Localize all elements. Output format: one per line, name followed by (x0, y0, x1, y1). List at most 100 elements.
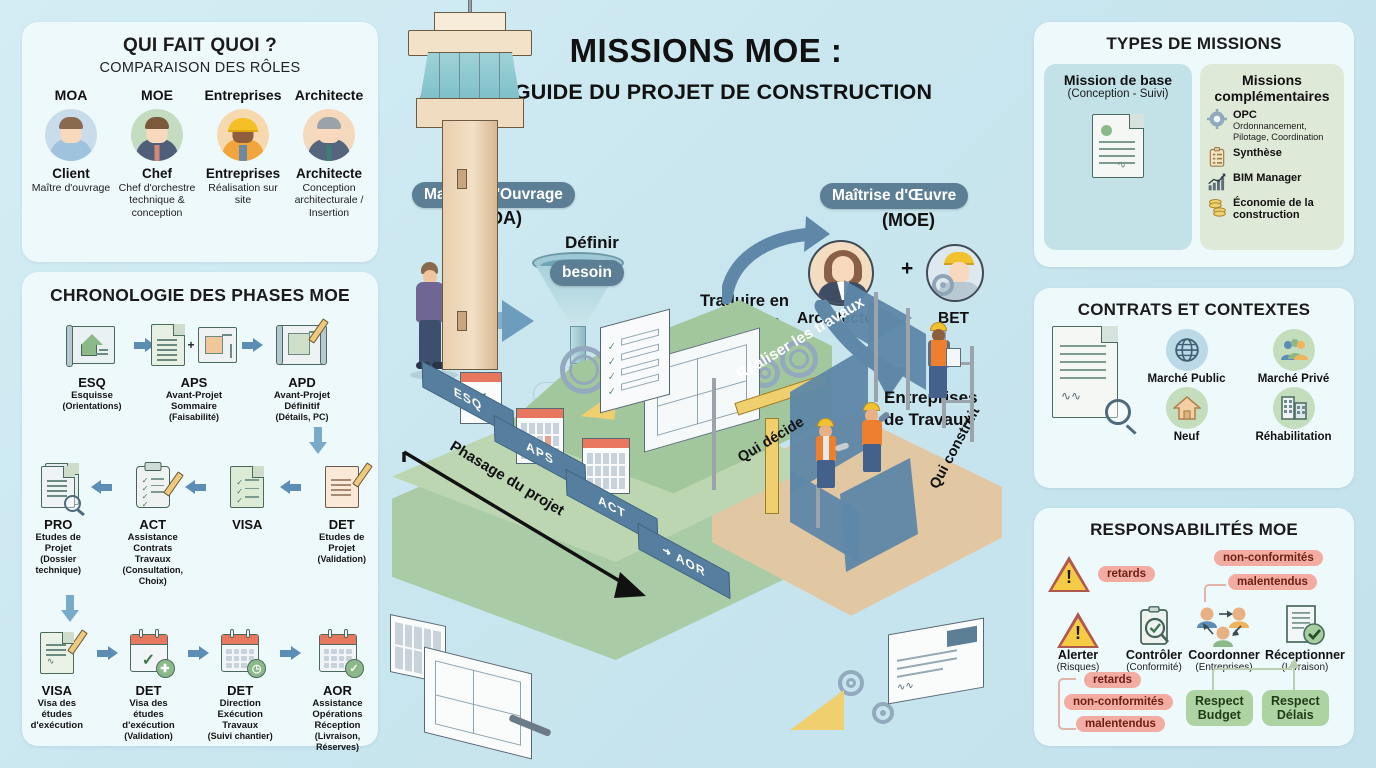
role-card-moa[interactable]: MOA Client Maître d'ouvrage (29, 87, 113, 219)
signed-document-icon: ∿ (22, 625, 92, 681)
contracts-body: ∿∿ Marché Public Marché Privé (1034, 320, 1354, 446)
chronology-row-3: ∿ VISA Visa des études d'exécution ✓ ✚ D… (22, 625, 378, 753)
step-line1: Assistance Contrats Travaux (127, 532, 178, 565)
risk-tag: retards (1084, 672, 1141, 688)
mission-base-title: Mission de base (1063, 72, 1173, 88)
context-label: Neuf (1173, 431, 1200, 443)
tag-connector (1204, 584, 1226, 602)
chronology-step-esq[interactable]: ESQ Esquisse (Orientations) (55, 317, 129, 412)
arrow-left-icon (279, 459, 306, 515)
chronology-step-visa-exec[interactable]: ∿ VISA Visa des études d'exécution (22, 625, 92, 731)
triangle-ruler-icon (790, 690, 844, 730)
mission-types-title: TYPES DE MISSIONS (1106, 34, 1282, 53)
scaffold-pole (712, 378, 716, 490)
chronology-step-aor[interactable]: ✓ AOR Assistance Opérations Réception (L… (297, 625, 378, 753)
checklist-document-icon: ✓✓✓ (211, 459, 284, 515)
role-desc: Conception architecturale / Insertion (294, 182, 364, 219)
plus-badge-icon: ✚ (155, 659, 175, 678)
besoin-pill: besoin (550, 260, 624, 286)
role-card-architecte[interactable]: Architecte Architecte Conception archite… (287, 87, 371, 219)
arrow-left-icon (90, 459, 117, 515)
step-line1: Assistance Opérations Réception (312, 698, 363, 731)
bet-label: BET (938, 310, 969, 327)
step-line1: Visa des études d'exécution (30, 698, 84, 731)
arrow-down-icon (22, 595, 378, 622)
gear-icon (780, 340, 818, 378)
chronology-step-visa[interactable]: ✓✓✓ VISA (211, 459, 284, 532)
arrow-right-icon (275, 625, 302, 681)
contracts-grid: Marché Public Marché Privé Neuf Réhabili… (1136, 329, 1344, 443)
chronology-step-det-valid2[interactable]: ✓ ✚ DET Visa des études d'exécution (Val… (114, 625, 184, 742)
vertical-ruler-icon (765, 418, 779, 514)
tower-shaft (442, 120, 498, 370)
scaffold-pole (874, 292, 878, 402)
responsibility-name: Coordonner (1188, 648, 1260, 662)
chronology-step-det-direction[interactable]: ◷ DET Direction Exécution Travaux (Suivi… (205, 625, 275, 742)
context-rehabilitation[interactable]: Réhabilitation (1243, 387, 1344, 443)
mission-item-synthese[interactable]: Synthèse (1207, 147, 1337, 167)
mission-item-opc[interactable]: OPC Ordonnancement, Pilotage, Coordinati… (1207, 109, 1337, 142)
arrow-right-icon (237, 317, 263, 373)
context-marche-public[interactable]: Marché Public (1136, 329, 1237, 385)
role-card-moe[interactable]: MOE Chef Chef d'orchestre technique & co… (115, 87, 199, 219)
responsibility-alerter[interactable]: ! Alerter (Risques) (1040, 602, 1116, 673)
tower-glass (420, 52, 520, 100)
isometric-project-scene: ✓✓✓✓ ✓ (382, 150, 1030, 768)
definir-label: Définir (565, 233, 619, 252)
chronology-step-act[interactable]: ✓✓✓✓ ACT Assistance Contrats Travaux (Co… (117, 459, 190, 587)
worker-supervisor-figure (920, 322, 962, 422)
role-code: MOE (141, 87, 173, 103)
chronology-step-det-validation[interactable]: DET Etudes de Projet (Validation) (306, 459, 379, 565)
step-line1: Avant-Projet Sommaire (165, 390, 223, 412)
worker-figure (854, 402, 894, 494)
responsibility-coordonner[interactable]: Coordonner (Entreprises) (1186, 602, 1262, 673)
floor-plan-sheet (424, 646, 532, 760)
role-card-entreprises[interactable]: Entreprises Entreprises Réalisation sur … (201, 87, 285, 219)
responsibility-name: Alerter (1057, 648, 1099, 662)
arrow-down-icon (22, 427, 378, 454)
chronology-step-pro[interactable]: PRO Etudes de Projet (Dossier technique) (22, 459, 95, 576)
mission-base-card[interactable]: Mission de base (Conception - Suivi) ∿ (1044, 64, 1192, 250)
responsibilities-panel: RESPONSABILITÉS MOE ! retards non-confor… (1034, 508, 1354, 746)
contracts-panel-title: CONTRATS ET CONTEXTES (1077, 300, 1311, 319)
clock-badge-icon: ◷ (247, 659, 267, 678)
mission-sub: Ordonnancement, Pilotage, Coordination (1233, 121, 1324, 142)
arrow-right-icon (92, 625, 118, 681)
suit-avatar (303, 109, 355, 161)
context-label: Marché Privé (1257, 373, 1330, 385)
clipboard-pencil-icon: ✓✓✓✓ (117, 459, 190, 515)
responsibility-receptionner[interactable]: Réceptionner (Livraison) (1262, 602, 1348, 673)
step-line2: (Suivi chantier) (207, 731, 273, 741)
contract-magnifier-icon: ∿∿ (1044, 326, 1137, 446)
chronology-panel: CHRONOLOGIE DES PHASES MOE ESQ Esquisse … (22, 272, 379, 752)
step-line2: (Faisabilité) (168, 412, 219, 422)
responsibilities-area: ! retards non-conformités malentendus ! … (1034, 540, 1354, 736)
step-code: ACT (139, 517, 167, 532)
step-line1: Direction Exécution Travaux (217, 698, 263, 731)
mission-item-economie[interactable]: Économie de la construction (1207, 197, 1337, 221)
mission-item-bim-manager[interactable]: BIM Manager (1207, 172, 1337, 192)
risk-tag: malentendus (1076, 716, 1165, 732)
globe-icon (1165, 329, 1208, 371)
step-line1: Esquisse (71, 390, 113, 401)
role-name: Architecte (295, 166, 363, 181)
responsibility-controler[interactable]: Contrôler (Conformité) (1116, 602, 1192, 673)
mission-complementary-title-1: Missions (1242, 72, 1302, 88)
gear-icon (872, 702, 894, 724)
step-code: VISA (41, 683, 72, 698)
goal-arrow-up (1288, 659, 1300, 692)
step-line1: Etudes de Projet (319, 532, 365, 554)
context-neuf[interactable]: Neuf (1136, 387, 1237, 443)
chronology-step-apd[interactable]: APD Avant-Projet Définitif (Détails, PC) (259, 317, 345, 423)
role-desc: Chef d'orchestre technique & conception (118, 182, 196, 219)
chronology-step-aps[interactable]: + APS Avant-Projet Sommaire (Faisabilité… (151, 317, 237, 423)
document-plus-plan-icon: + (151, 317, 237, 373)
hardhat-avatar (217, 109, 269, 161)
context-marche-prive[interactable]: Marché Privé (1243, 329, 1344, 385)
context-label: Réhabilitation (1255, 431, 1332, 443)
chronology-row-1: ESQ Esquisse (Orientations) + APS Avant-… (22, 317, 378, 423)
document-magnifier-icon (22, 459, 95, 515)
mission-complementary-card[interactable]: Missions complémentaires OPC Ordonnancem… (1200, 64, 1344, 250)
step-line1: Visa des études d'exécution (122, 698, 175, 731)
step-code: DET (227, 683, 254, 698)
